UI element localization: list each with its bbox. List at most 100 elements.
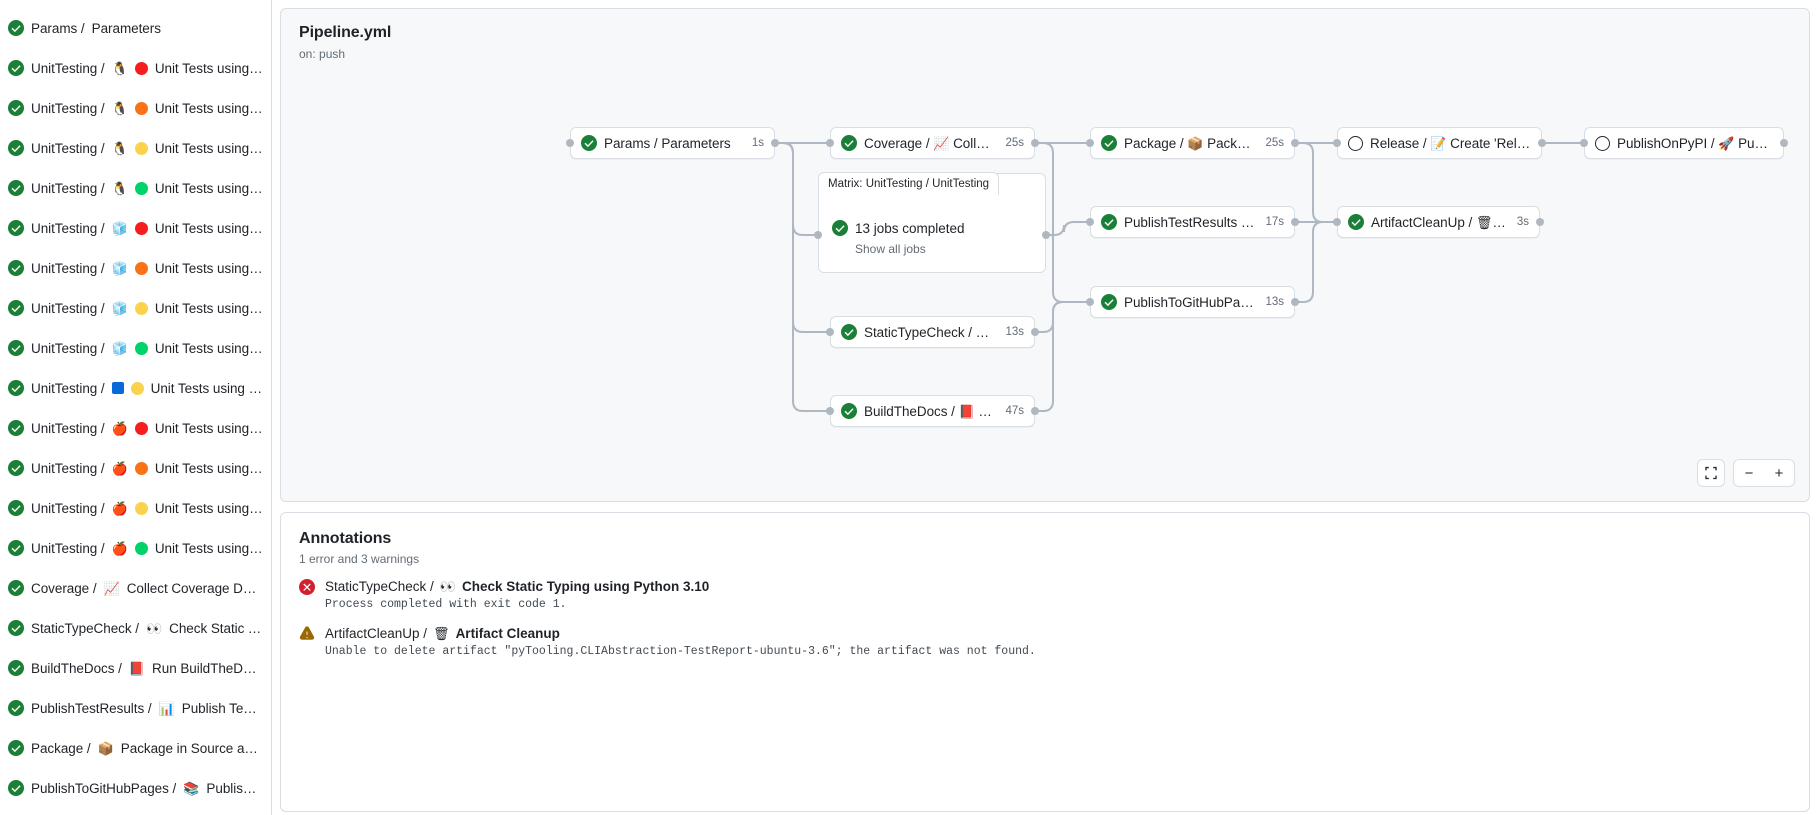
- sidebar-job-prefix: Package /: [31, 740, 91, 756]
- graph-node-ghpages[interactable]: PublishToGitHubPages / 📚 ...13s: [1090, 286, 1295, 318]
- chart-increasing-icon: 📈: [103, 580, 120, 596]
- status-pending-icon: [1595, 135, 1610, 151]
- sidebar-job-item[interactable]: UnitTesting / 🧊Unit Tests using Pyth...: [0, 248, 271, 288]
- sidebar-job-prefix: PublishTestResults /: [31, 700, 152, 716]
- sidebar-job-label: Unit Tests using Pyth...: [154, 60, 263, 76]
- status-success-icon: [841, 324, 857, 340]
- sidebar-job-item[interactable]: UnitTesting / 🐧Unit Tests using Pyth...: [0, 168, 271, 208]
- graph-node-release[interactable]: Release / 📝 Create 'Release P...: [1337, 127, 1542, 159]
- zoom-in-button[interactable]: +: [1774, 464, 1784, 482]
- graph-trigger: on: push: [299, 47, 346, 61]
- graph-node-package[interactable]: Package / 📦 Package in So...25s: [1090, 127, 1295, 159]
- sidebar-job-prefix: UnitTesting /: [31, 260, 105, 276]
- sidebar-job-item[interactable]: UnitTesting / 🧊Unit Tests using Pyth...: [0, 288, 271, 328]
- graph-node-label: BuildTheDocs / 📕 Run Buil...: [864, 403, 996, 419]
- package-icon: 📦: [97, 740, 114, 756]
- graph-node-testresults[interactable]: PublishTestResults / 📊 Pu...17s: [1090, 206, 1295, 238]
- sidebar-job-item[interactable]: Params / Parameters: [0, 8, 271, 48]
- sidebar-job-item[interactable]: UnitTesting / 🐧Unit Tests using Pyth...: [0, 128, 271, 168]
- status-success-icon: [8, 100, 24, 116]
- annotation-body: ArtifactCleanUp / 🗑Artifact Cleanup Unab…: [325, 626, 1036, 660]
- chart-increasing-icon: 📈: [933, 135, 950, 151]
- annotations-title: Annotations: [299, 530, 392, 547]
- status-success-icon: [1101, 135, 1117, 151]
- annotation-item: StaticTypeCheck / 👀Check Static Typing u…: [281, 566, 1809, 613]
- sidebar-job-item[interactable]: UnitTesting / 🍎Unit Tests using Pyth...: [0, 408, 271, 448]
- show-all-jobs-link[interactable]: Show all jobs: [855, 242, 926, 256]
- green-dot-icon: [134, 341, 148, 355]
- graph-node-pypi[interactable]: PublishOnPyPI / 🚀 Publish to ...: [1584, 127, 1784, 159]
- sidebar-job-item[interactable]: UnitTesting / 🐧Unit Tests using Pyth...: [0, 88, 271, 128]
- workflow-graph-panel: Pipeline.yml on: push Params / Parameter…: [280, 8, 1810, 502]
- sidebar-job-prefix: UnitTesting /: [31, 500, 105, 516]
- annotation-message: Unable to delete artifact "pyTooling.CLI…: [325, 645, 1036, 658]
- status-success-icon: [8, 340, 24, 356]
- windows-cube-icon: 🧊: [111, 300, 128, 316]
- orange-dot-icon: [134, 461, 148, 475]
- annotations-header: Annotations 1 error and 3 warnings: [281, 513, 1809, 566]
- graph-node-duration: 13s: [1265, 296, 1284, 308]
- status-success-icon: [8, 60, 24, 76]
- sidebar-job-prefix: StaticTypeCheck /: [31, 620, 139, 636]
- graph-edge: [1046, 221, 1090, 236]
- sidebar-job-item[interactable]: StaticTypeCheck / 👀 Check Static Typing..…: [0, 608, 271, 648]
- wastebasket-icon: 🗑: [1475, 214, 1493, 230]
- status-success-icon: [841, 403, 857, 419]
- graph-edge: [1295, 221, 1337, 303]
- sidebar-job-item[interactable]: UnitTesting / 🧊Unit Tests using Pyth...: [0, 328, 271, 368]
- sidebar-job-item[interactable]: BuildTheDocs / 📕Run BuildTheDocs: [0, 648, 271, 688]
- sidebar-job-item[interactable]: UnitTesting / 🍎Unit Tests using Pyth...: [0, 488, 271, 528]
- matrix-summary-row[interactable]: 13 jobs completed: [832, 220, 1046, 236]
- sidebar-job-item[interactable]: UnitTesting / 🐧Unit Tests using Pyth...: [0, 48, 271, 88]
- sidebar-job-prefix: UnitTesting /: [31, 380, 105, 396]
- status-success-icon: [8, 700, 24, 716]
- sidebar-job-item[interactable]: UnitTesting / 🧊Unit Tests using Pyth...: [0, 208, 271, 248]
- status-success-icon: [8, 500, 24, 516]
- graph-node-coverage[interactable]: Coverage / 📈 Collect Cove...25s: [830, 127, 1035, 159]
- sidebar-job-item[interactable]: PublishToGitHubPages / 📚Publish to G...: [0, 768, 271, 808]
- sidebar-job-label: Check Static Typing...: [169, 620, 263, 636]
- status-success-icon: [841, 135, 857, 151]
- annotations-summary: 1 error and 3 warnings: [299, 552, 420, 566]
- sidebar-job-label: Run BuildTheDocs: [152, 660, 263, 676]
- red-dot-icon: [134, 421, 148, 435]
- graph-node-cleanup[interactable]: ArtifactCleanUp / 🗑 Artifac...3s: [1337, 206, 1540, 238]
- sidebar-job-item[interactable]: UnitTesting / 🍎Unit Tests using Pyth...: [0, 448, 271, 488]
- sidebar-job-item[interactable]: Coverage / 📈Collect Coverage Data usi...: [0, 568, 271, 608]
- graph-node-docs[interactable]: BuildTheDocs / 📕 Run Buil...47s: [830, 395, 1035, 427]
- sidebar-job-prefix: UnitTesting /: [31, 540, 105, 556]
- sidebar-job-item[interactable]: UnitTesting / Unit Tests using Pyth...: [0, 368, 271, 408]
- bar-chart-icon: 📊: [158, 700, 175, 716]
- sidebar-job-item[interactable]: UnitTesting / 🍎Unit Tests using Pyth...: [0, 528, 271, 568]
- status-success-icon: [1101, 214, 1117, 230]
- penguin-icon: 🐧: [111, 140, 128, 156]
- status-warning-icon: [299, 626, 315, 642]
- graph-node-duration: 25s: [1005, 137, 1024, 149]
- zoom-out-button[interactable]: −: [1744, 464, 1754, 482]
- graph-node-label: Params / Parameters: [604, 135, 731, 151]
- penguin-icon: 🐧: [111, 180, 128, 196]
- windows-cube-icon: 🧊: [111, 340, 128, 356]
- sidebar-job-item[interactable]: Package / 📦Package in Source and Wh...: [0, 728, 271, 768]
- blue-square-icon: [111, 382, 124, 394]
- yellow-dot-icon: [134, 501, 148, 515]
- sidebar-job-prefix: UnitTesting /: [31, 220, 105, 236]
- graph-node-port-out: [1780, 139, 1788, 147]
- sidebar-job-label: Unit Tests using Pyth...: [154, 180, 263, 196]
- annotation-title[interactable]: ArtifactCleanUp / 🗑Artifact Cleanup: [325, 626, 560, 641]
- fullscreen-button[interactable]: [1697, 459, 1725, 487]
- sidebar-job-prefix: UnitTesting /: [31, 420, 105, 436]
- jobs-sidebar: Params / Parameters UnitTesting / 🐧Unit …: [0, 0, 272, 815]
- eyes-icon: 👀: [145, 620, 163, 636]
- graph-node-port-in: [1086, 139, 1094, 147]
- matrix-port-in: [814, 231, 822, 239]
- annotation-title[interactable]: StaticTypeCheck / 👀Check Static Typing u…: [325, 579, 710, 594]
- sidebar-job-item[interactable]: PublishTestResults / 📊Publish Test Resu.…: [0, 688, 271, 728]
- books-icon: 📚: [183, 780, 200, 796]
- graph-edge: [1295, 142, 1337, 223]
- graph-node-typecheck[interactable]: StaticTypeCheck / 👀 Chec...13s: [830, 316, 1035, 348]
- annotation-body: StaticTypeCheck / 👀Check Static Typing u…: [325, 579, 709, 613]
- graph-node-label: PublishTestResults / 📊 Pu...: [1124, 215, 1256, 230]
